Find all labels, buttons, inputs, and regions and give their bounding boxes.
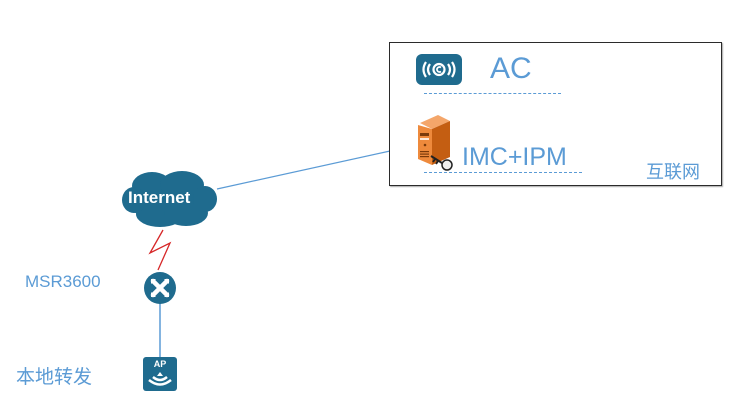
router-icon[interactable] [143, 271, 177, 305]
ac-underline [424, 93, 561, 94]
link-internet-to-router-wan [148, 229, 172, 271]
ap-label: 本地转发 [16, 366, 93, 388]
wireless-controller-icon[interactable] [416, 54, 462, 85]
server-key-icon[interactable] [416, 113, 456, 173]
router-label: MSR3600 [25, 272, 101, 291]
link-internet-to-region [216, 150, 391, 190]
ap-badge: AP [153, 359, 167, 369]
imc-ipm-label: IMC+IPM [462, 143, 567, 171]
cloud-icon[interactable] [120, 168, 218, 230]
imc-underline [424, 172, 582, 173]
access-point-icon[interactable]: AP [143, 357, 177, 391]
ac-label: AC [490, 52, 532, 85]
region-label: 互联网 [646, 162, 700, 183]
internet-label: Internet [128, 188, 191, 207]
